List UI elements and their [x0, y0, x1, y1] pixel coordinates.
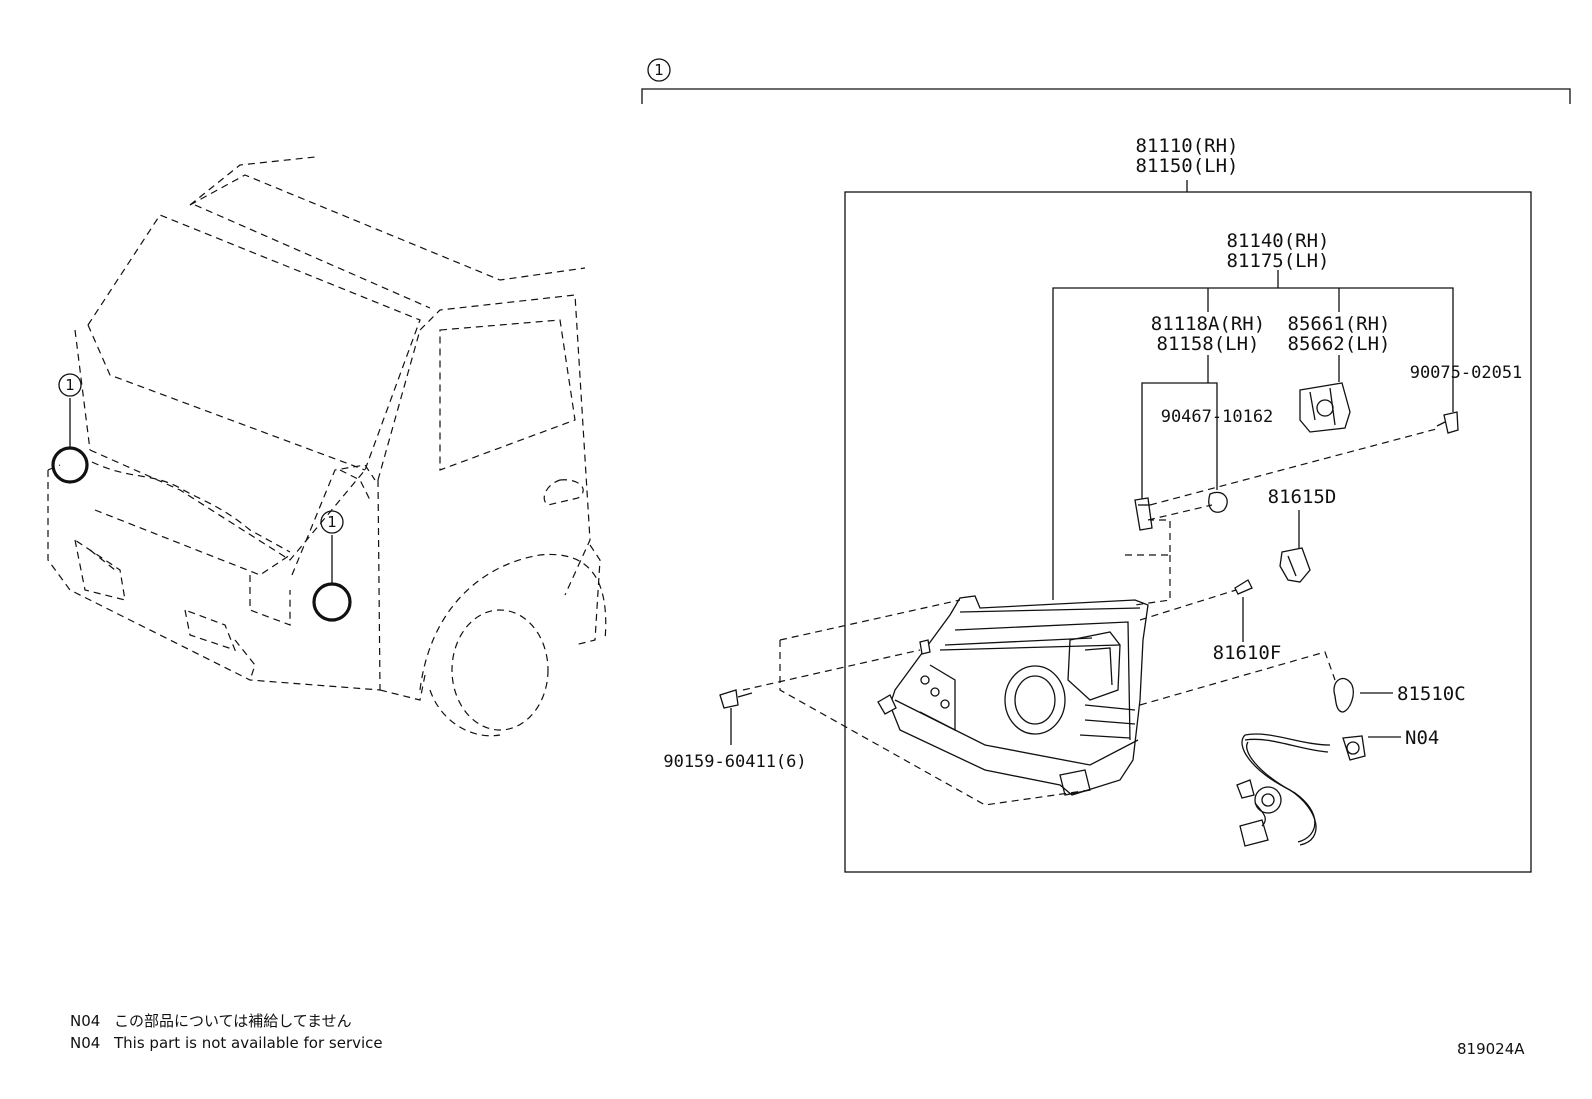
label-81615d: 81615D [1268, 486, 1337, 508]
note-text: この部品については補給してません [114, 1012, 352, 1030]
lens-81610f-part [1234, 579, 1253, 595]
label-85662: 85662(LH) [1288, 333, 1391, 355]
svg-text:1: 1 [654, 61, 664, 79]
truck-outline [47, 156, 607, 737]
label-85661: 85661(RH) [1288, 313, 1391, 335]
bulb-81510c-part [1333, 677, 1354, 713]
assembly-lines [742, 427, 1441, 806]
headlight-unit-part [877, 595, 1149, 796]
socket-81615d-part [1279, 547, 1311, 583]
label-81150: 81150(LH) [1136, 155, 1239, 177]
unit-bracket [1052, 287, 1454, 600]
label-81110: 81110(RH) [1136, 135, 1239, 157]
label-81175: 81175(LH) [1227, 250, 1330, 272]
label-81510c: 81510C [1397, 683, 1466, 705]
headlight-marker-right [312, 582, 352, 622]
label-81158: 81158(LH) [1157, 333, 1260, 355]
note-japanese: N04 この部品については補給してません [70, 1010, 352, 1031]
svg-text:1: 1 [327, 513, 337, 531]
headlight-marker-left [51, 446, 89, 484]
label-90467: 90467-10162 [1161, 407, 1274, 427]
note-code: N04 [70, 1034, 101, 1052]
assembly-bracket [641, 88, 1571, 104]
callout-top: 1 [647, 58, 671, 82]
callout-right: 1 [320, 510, 344, 534]
socket-bracket [1141, 382, 1218, 500]
socket-81118-part [1134, 497, 1153, 531]
wire-harness-n04-part [1236, 733, 1366, 847]
note-text: This part is not available for service [114, 1034, 383, 1052]
ballast-85661-part [1299, 382, 1351, 433]
label-90075: 90075-02051 [1410, 363, 1523, 383]
assembly-box [844, 191, 1532, 873]
svg-text:1: 1 [65, 376, 75, 394]
label-81610f: 81610F [1213, 642, 1282, 664]
figure-number: 819024A [1457, 1040, 1525, 1058]
bolt-90159-part [719, 689, 753, 709]
note-english: N04 This part is not available for servic… [70, 1034, 383, 1052]
label-81140: 81140(RH) [1227, 230, 1330, 252]
note-code: N04 [70, 1012, 101, 1030]
label-81118a: 81118A(RH) [1151, 313, 1265, 335]
callout-left: 1 [58, 373, 82, 397]
label-n04: N04 [1405, 727, 1439, 749]
label-90159: 90159-60411(6) [663, 752, 806, 772]
clip-90467-part [1208, 491, 1228, 513]
screw-90075-part [1436, 411, 1459, 434]
